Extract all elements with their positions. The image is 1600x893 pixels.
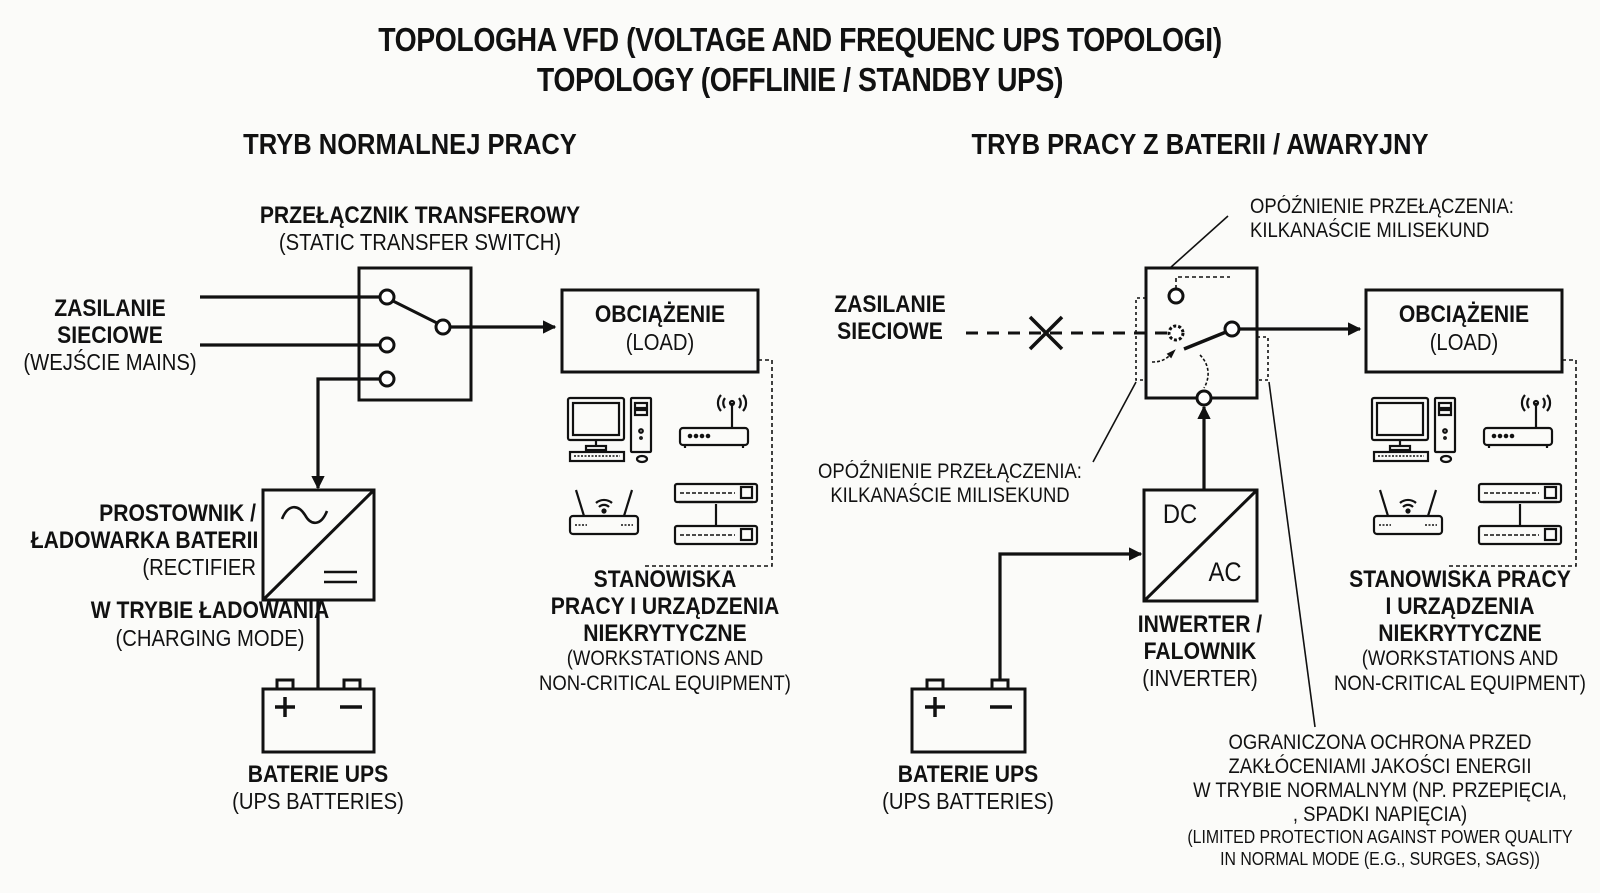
normal-mains-label-line3: (WEJŚCIE MAINS)	[23, 349, 197, 375]
battery-mode-load-box	[1364, 288, 1564, 374]
battery-mode-wifi-router-icon	[1372, 489, 1444, 536]
normal-equipment-bracket	[645, 359, 773, 567]
transfer-switch-sublabel: (STATIC TRANSFER SWITCH)	[278, 229, 562, 255]
normal-mains-label-line2: SIECIOWE	[57, 322, 163, 349]
battery-mode-mains-label-line1: ZASILANIE	[834, 291, 946, 318]
normal-equipment-label-line1: STANOWISKA	[593, 566, 737, 593]
normal-load-sublabel: (LOAD)	[625, 329, 695, 355]
battery-mode-network-switch-stack-icon	[1477, 482, 1563, 546]
battery-mode-equipment-label-line3: NIEKRYTYCZNE	[1378, 620, 1542, 647]
inverter-label-line2: FALOWNIK	[1143, 638, 1257, 665]
normal-equipment-label-line5: NON-CRITICAL EQUIPMENT)	[539, 672, 791, 695]
limitation-note-line2: ZAKŁÓCENIAMI JAKOŚCI ENERGII	[1228, 755, 1532, 778]
battery-to-inverter-arrow	[998, 547, 1143, 679]
battery-mode-equipment-label-line5: NON-CRITICAL EQUIPMENT)	[1334, 672, 1586, 695]
limitation-note-line1: OGRANICZONA OCHRONA PRZED	[1228, 731, 1532, 754]
normal-mode-heading: TRYB NORMALNEJ PRACY	[243, 129, 577, 161]
transfer-switch-label: PRZEŁĄCZNIK TRANSFEROWY	[259, 202, 581, 229]
mains-fault-x-icon	[1028, 315, 1064, 351]
charging-mode-label: W TRYBIE ŁADOWANIA	[90, 597, 330, 624]
battery-mode-heading: TRYB PRACY Z BATERII / AWARYJNY	[971, 129, 1429, 161]
battery-mode-battery-icon	[910, 678, 1027, 754]
battery-mode-equipment-label-line2: I URZĄDZENIA	[1385, 593, 1535, 620]
rectifier-label-line1: PROSTOWNIK /	[99, 500, 256, 527]
battery-mode-equipment-label-line4: (WORKSTATIONS AND	[1361, 647, 1559, 670]
delay-left-line2: KILKANAŚCIE MILISEKUND	[830, 484, 1070, 507]
inverter-label-line3: (INVERTER)	[1142, 665, 1258, 691]
battery-mode-transfer-switch	[1144, 266, 1259, 407]
battery-mode-battery-sublabel: (UPS BATTERIES)	[882, 788, 1054, 814]
rectifier-label-line3: (RECTIFIER	[142, 554, 256, 580]
limitation-note-line6: IN NORMAL MODE (E.G., SURGES, SAGS))	[1220, 849, 1540, 869]
normal-wireless-access-point-icon	[678, 394, 750, 448]
normal-wifi-router-icon	[568, 489, 640, 536]
delay-left-line1: OPÓŹNIENIE PRZEŁĄCZENIA:	[818, 460, 1082, 483]
normal-load-label: OBCIĄŻENIE	[594, 301, 726, 328]
normal-mains-label-line1: ZASILANIE	[54, 295, 166, 322]
limitation-note-line4: , SPADKI NAPIĘCIA)	[1292, 803, 1468, 826]
normal-battery-icon	[261, 678, 376, 754]
battery-mode-load-label: OBCIĄŻENIE	[1398, 301, 1530, 328]
charging-mode-sublabel: (CHARGING MODE)	[115, 625, 305, 651]
normal-equipment-label-line4: (WORKSTATIONS AND	[566, 647, 764, 670]
delay-top-line1: OPÓŹNIENIE PRZEŁĄCZENIA:	[1250, 195, 1514, 218]
battery-mode-load-sublabel: (LOAD)	[1429, 329, 1499, 355]
normal-network-switch-stack-icon	[673, 482, 759, 546]
battery-mode-battery-label: BATERIE UPS	[897, 761, 1039, 788]
limitation-note-line3: W TRYBIE NORMALNYM (NP. PRZEPIĘCIA,	[1193, 779, 1567, 802]
normal-equipment-label-line3: NIEKRYTYCZNE	[583, 620, 747, 647]
battery-mode-equipment-label-line1: STANOWISKA PRACY	[1349, 566, 1571, 593]
inverter-ac-label: AC	[1208, 557, 1242, 587]
battery-mode-wireless-access-point-icon	[1482, 394, 1554, 448]
normal-battery-sublabel: (UPS BATTERIES)	[232, 788, 404, 814]
inverter-dc-label: DC	[1162, 499, 1198, 529]
diagram-title-line1: TOPOLOGHA VFD (VOLTAGE AND FREQUENC UPS …	[378, 21, 1222, 58]
battery-mode-switch-annotations	[1092, 215, 1316, 728]
rectifier-symbol	[261, 488, 376, 602]
normal-mains-lines	[200, 295, 380, 347]
normal-load-box	[560, 288, 760, 374]
normal-desktop-computer-icon	[566, 396, 653, 464]
battery-mode-desktop-computer-icon	[1370, 396, 1457, 464]
diagram-title-line2: TOPOLOGY (OFFLINIE / STANDBY UPS)	[536, 61, 1064, 98]
inverter-symbol	[1142, 488, 1259, 603]
limitation-note-line5: (LIMITED PROTECTION AGAINST POWER QUALIT…	[1187, 827, 1573, 847]
normal-equipment-label-line2: PRACY I URZĄDZENIA	[550, 593, 780, 620]
inverter-label-line1: INWERTER /	[1137, 611, 1263, 638]
normal-battery-label: BATERIE UPS	[247, 761, 389, 788]
delay-top-line2: KILKANAŚCIE MILISEKUND	[1250, 219, 1490, 242]
normal-switch-to-rectifier-arrow	[311, 377, 380, 490]
battery-mode-equipment-bracket	[1449, 359, 1577, 567]
battery-mode-mains-label-line2: SIECIOWE	[837, 318, 943, 345]
rectifier-label-line2: ŁADOWARKA BATERII	[30, 527, 259, 554]
